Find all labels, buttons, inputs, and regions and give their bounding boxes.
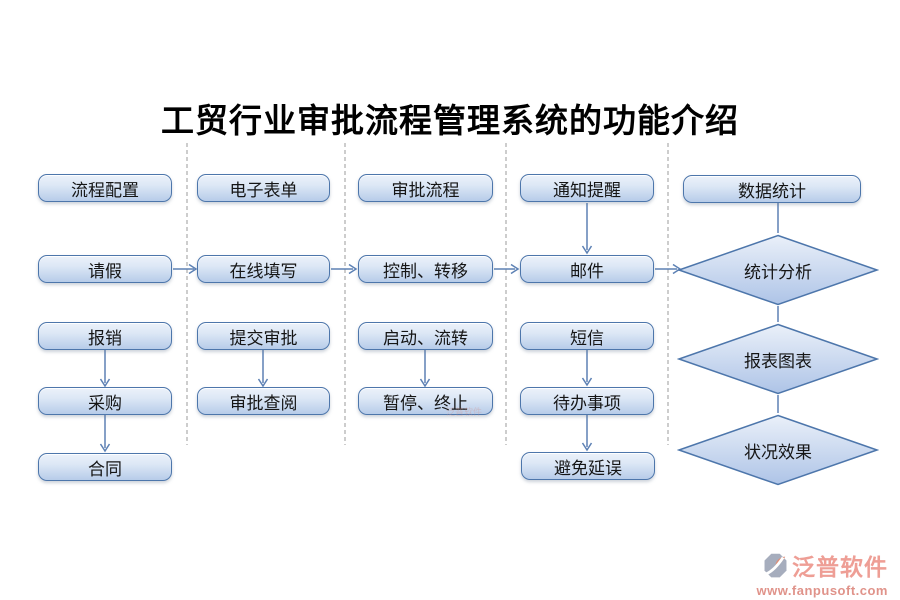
node-eform: 电子表单	[197, 174, 330, 202]
node-email: 邮件	[520, 255, 654, 283]
diamond-report-charts: 报表图表	[677, 323, 879, 395]
node-start-flow: 启动、流转	[358, 322, 493, 350]
node-control-transfer: 控制、转移	[358, 255, 493, 283]
diamond-status-effect: 状况效果	[677, 414, 879, 486]
arrow-purchase-to-contract	[99, 415, 111, 453]
node-sms: 短信	[520, 322, 654, 350]
diamond-report-charts-label: 报表图表	[744, 351, 812, 371]
node-avoid-delay: 避免延误	[521, 452, 655, 480]
node-data-stats: 数据统计	[683, 175, 861, 203]
diamond-stat-analysis: 统计分析	[677, 234, 879, 306]
diamond-stat-analysis-label: 统计分析	[744, 262, 812, 282]
node-purchase: 采购	[38, 387, 172, 415]
fanpu-logo-icon	[764, 553, 787, 577]
arrow-online-fill-to-control-transfer	[331, 263, 358, 275]
node-notify-remind: 通知提醒	[520, 174, 654, 202]
brand-name: 泛普软件	[792, 554, 888, 580]
node-todo-items: 待办事项	[520, 387, 654, 415]
node-online-fill: 在线填写	[197, 255, 330, 283]
arrow-submit-approval-to-approval-review	[257, 350, 269, 388]
arrow-sms-to-todo	[581, 350, 593, 387]
watermark: 泛普软件	[446, 407, 483, 417]
node-approval-flow: 审批流程	[358, 174, 493, 202]
node-reimburse: 报销	[38, 322, 172, 350]
arrow-todo-to-avoid-delay	[581, 415, 593, 452]
node-leave: 请假	[38, 255, 172, 283]
arrow-control-transfer-to-email	[494, 263, 520, 275]
arrow-notify-to-email	[581, 203, 593, 255]
node-pause-terminate: 暂停、终止	[358, 387, 493, 415]
arrow-start-flow-to-pause-terminate	[419, 350, 431, 388]
arrow-reimburse-to-purchase	[99, 350, 111, 388]
page-title: 工贸行业审批流程管理系统的功能介绍	[161, 102, 739, 139]
node-contract: 合同	[38, 453, 172, 481]
diamond-status-effect-label: 状况效果	[744, 442, 812, 462]
node-submit-approval: 提交审批	[197, 322, 330, 350]
diamond-shape	[677, 234, 879, 306]
brand-url: www.fanpusoft.com	[756, 583, 888, 598]
node-process-config: 流程配置	[38, 174, 172, 202]
node-approval-review: 审批查阅	[197, 387, 330, 415]
arrow-leave-to-online-fill	[173, 263, 198, 275]
diamond-shape	[677, 414, 879, 486]
diamond-shape	[677, 323, 879, 395]
brand-footer: 泛普软件 www.fanpusoft.com	[756, 548, 888, 598]
